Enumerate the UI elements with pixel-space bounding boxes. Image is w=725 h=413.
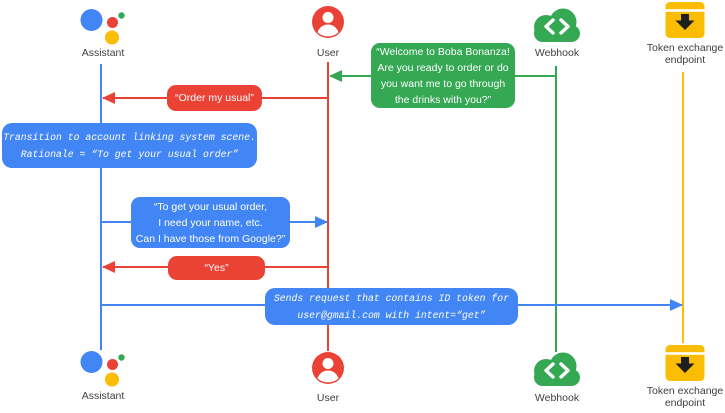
- welcome-arrowhead-icon: [329, 70, 342, 82]
- webhook-lifeline: [555, 66, 557, 352]
- assistant-label-bottom: Assistant: [81, 390, 125, 402]
- webhook-label-bottom: Webhook: [534, 392, 580, 404]
- token-exchange-endpoint-icon: [665, 2, 705, 43]
- token-endpoint-label-top: Token exchange endpoint: [646, 42, 724, 66]
- user-lifeline: [327, 62, 329, 351]
- google-assistant-icon: [80, 8, 127, 51]
- token-endpoint-lifeline: [682, 72, 684, 343]
- yes-arrowhead-icon: [102, 261, 115, 273]
- user-label-top: User: [316, 47, 340, 59]
- welcome-message: “Welcome to Boba Bonanza! Are you ready …: [371, 43, 515, 108]
- webhook-cloud-icon: [529, 8, 585, 47]
- google-assistant-icon: [80, 350, 127, 393]
- send-token-arrowhead-icon: [670, 299, 683, 311]
- assistant-lifeline: [100, 64, 102, 350]
- yes-message: “Yes”: [168, 256, 265, 280]
- order-my-usual-message: “Order my usual”: [167, 85, 262, 111]
- webhook-cloud-icon: [529, 352, 585, 391]
- user-account-icon: [311, 5, 345, 44]
- webhook-label-top: Webhook: [534, 47, 580, 59]
- send-id-token-note: Sends request that contains ID token for…: [265, 288, 518, 325]
- token-endpoint-label-bottom: Token exchange endpoint: [646, 385, 724, 409]
- ask-linking-arrowhead-icon: [315, 216, 328, 228]
- assistant-label-top: Assistant: [81, 47, 125, 59]
- order-arrowhead-icon: [102, 92, 115, 104]
- token-exchange-endpoint-icon: [665, 345, 705, 386]
- user-label-bottom: User: [316, 392, 340, 404]
- ask-account-linking-message: “To get your usual order, I need your na…: [131, 197, 290, 248]
- transition-note: Transition to account linking system sce…: [2, 123, 257, 168]
- user-account-icon: [311, 351, 345, 390]
